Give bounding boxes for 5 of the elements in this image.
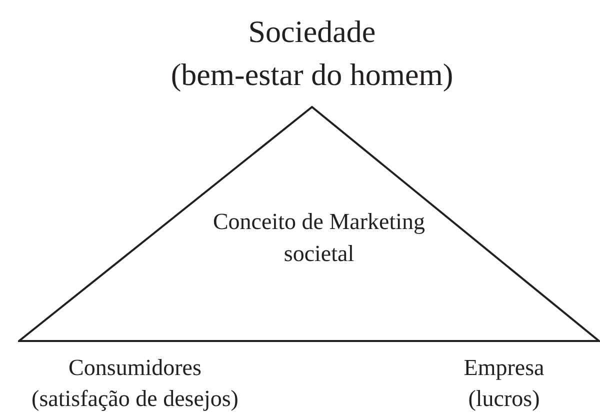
vertex-label: Empresa (lucros) xyxy=(464,354,544,413)
vertex-label: Sociedade (bem-estar do homem) xyxy=(170,13,454,94)
triangle-shape xyxy=(18,106,600,342)
vertex-label: Consumidores (satisfação de desejos) xyxy=(32,354,238,413)
concept-text: Conceito de Marketing societal xyxy=(212,208,426,268)
